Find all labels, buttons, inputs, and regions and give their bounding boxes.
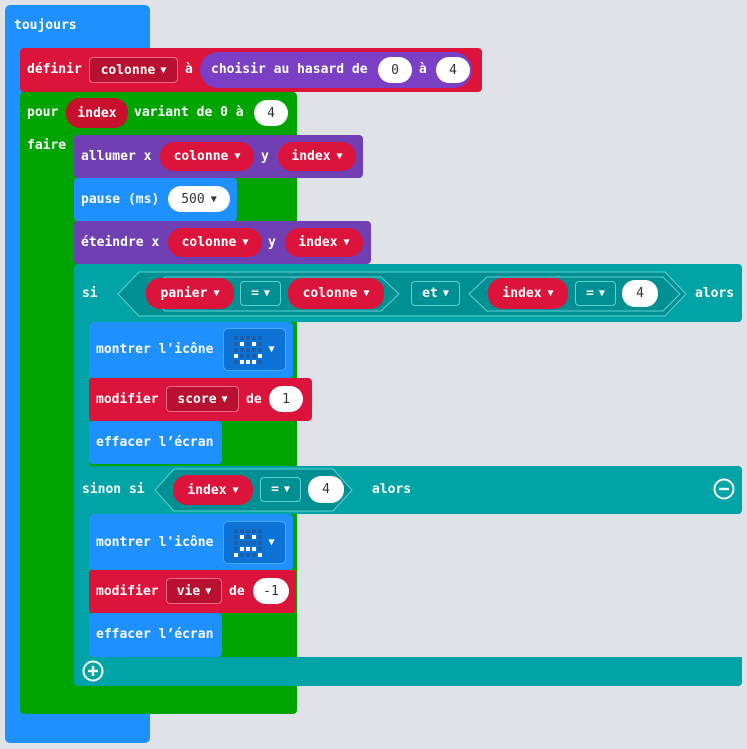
elseif-then-label: alors (372, 482, 412, 497)
variable-dropdown-colonne[interactable]: colonne▼ (89, 57, 178, 83)
unplot-y-dropdown[interactable]: index▼ (285, 228, 363, 257)
range-label: variant de 0 à (134, 105, 244, 120)
forever-label: toujours (14, 18, 77, 33)
logic-operator-dropdown[interactable]: et▼ (411, 281, 460, 306)
clear-screen-label: effacer l’écran (96, 627, 214, 642)
chevron-down-icon: ▼ (268, 537, 275, 548)
random-block[interactable] (200, 52, 472, 88)
clear-screen-block-1[interactable] (89, 421, 222, 464)
if-then-label: alors (695, 286, 735, 301)
change-vie-value-input[interactable]: -1 (253, 578, 289, 604)
elseif-operator-dropdown[interactable]: =▼ (260, 477, 301, 502)
if-footer (74, 657, 742, 686)
random-max-input[interactable]: 4 (436, 57, 470, 83)
chevron-down-icon: ▼ (343, 237, 350, 248)
plot-label: allumer x (81, 149, 152, 164)
change-variable-vie-dropdown[interactable]: vie▼ (166, 578, 222, 604)
unplot-y-label: y (268, 235, 276, 250)
if-left-variable-panier[interactable]: panier▼ (146, 278, 234, 309)
to-label: à (185, 62, 193, 77)
for-label: pour (27, 105, 59, 120)
chevron-down-icon: ▼ (221, 393, 228, 405)
elseif-value-input[interactable]: 4 (308, 476, 344, 503)
if-body-arm (74, 320, 90, 470)
unplot-x-dropdown[interactable]: colonne▼ (168, 228, 262, 257)
change-variable-score-dropdown[interactable]: score▼ (166, 386, 239, 412)
show-icon-label: montrer l'icône (96, 535, 214, 550)
chevron-down-icon: ▼ (263, 288, 270, 299)
chevron-down-icon: ▼ (363, 288, 370, 299)
chevron-down-icon: ▼ (598, 288, 605, 299)
chevron-down-icon: ▼ (242, 237, 249, 248)
if-variable-index[interactable]: index▼ (488, 278, 568, 309)
plot-x-dropdown[interactable]: colonne▼ (160, 142, 254, 171)
change-score-value-input[interactable]: 1 (269, 386, 303, 412)
elseif-variable-index[interactable]: index▼ (173, 475, 253, 505)
set-label: définir (27, 62, 82, 77)
random-min-input[interactable]: 0 (378, 57, 412, 83)
change-label: modifier (96, 392, 159, 407)
if-operator-1-dropdown[interactable]: =▼ (240, 281, 281, 306)
chevron-down-icon: ▼ (283, 484, 290, 495)
minus-circle-icon[interactable] (713, 478, 735, 500)
elseif-label: sinon si (82, 482, 145, 497)
loop-variable-index[interactable]: index (66, 98, 128, 128)
random-and-label: à (419, 62, 427, 77)
chevron-down-icon: ▼ (210, 193, 217, 205)
chevron-down-icon: ▼ (547, 288, 554, 299)
icon-picker-sad[interactable]: ▼ (223, 521, 286, 564)
chevron-down-icon: ▼ (336, 151, 343, 162)
do-label: faire (27, 138, 67, 153)
change-label: modifier (96, 584, 159, 599)
chevron-down-icon: ▼ (205, 585, 212, 597)
plot-y-dropdown[interactable]: index▼ (278, 142, 356, 171)
change-by-label: de (229, 584, 245, 599)
if-operator-2-dropdown[interactable]: =▼ (575, 281, 616, 306)
chevron-down-icon: ▼ (160, 64, 167, 76)
plus-circle-icon[interactable] (82, 660, 104, 682)
chevron-down-icon: ▼ (234, 151, 241, 162)
chevron-down-icon: ▼ (232, 484, 239, 496)
sad-face-icon (234, 528, 263, 557)
show-icon-label: montrer l'icône (96, 342, 214, 357)
pause-duration-dropdown[interactable]: 500▼ (168, 186, 230, 212)
if-label: si (82, 286, 98, 301)
pause-label: pause (ms) (81, 192, 160, 207)
change-by-label: de (246, 392, 262, 407)
elseif-body-arm (74, 512, 90, 662)
chevron-down-icon: ▼ (213, 288, 220, 299)
icon-picker-happy[interactable]: ▼ (223, 328, 286, 371)
unplot-label: éteindre x (81, 235, 160, 250)
happy-face-icon (234, 335, 263, 364)
chevron-down-icon: ▼ (268, 344, 275, 355)
loop-max-input[interactable]: 4 (254, 100, 288, 126)
clear-screen-block-2[interactable] (89, 613, 222, 657)
plot-y-label: y (261, 149, 269, 164)
random-label: choisir au hasard de (211, 62, 368, 77)
clear-screen-label: effacer l’écran (96, 435, 214, 450)
if-right-variable-colonne[interactable]: colonne▼ (288, 278, 384, 309)
if-value-input[interactable]: 4 (622, 280, 658, 307)
chevron-down-icon: ▼ (442, 288, 449, 299)
